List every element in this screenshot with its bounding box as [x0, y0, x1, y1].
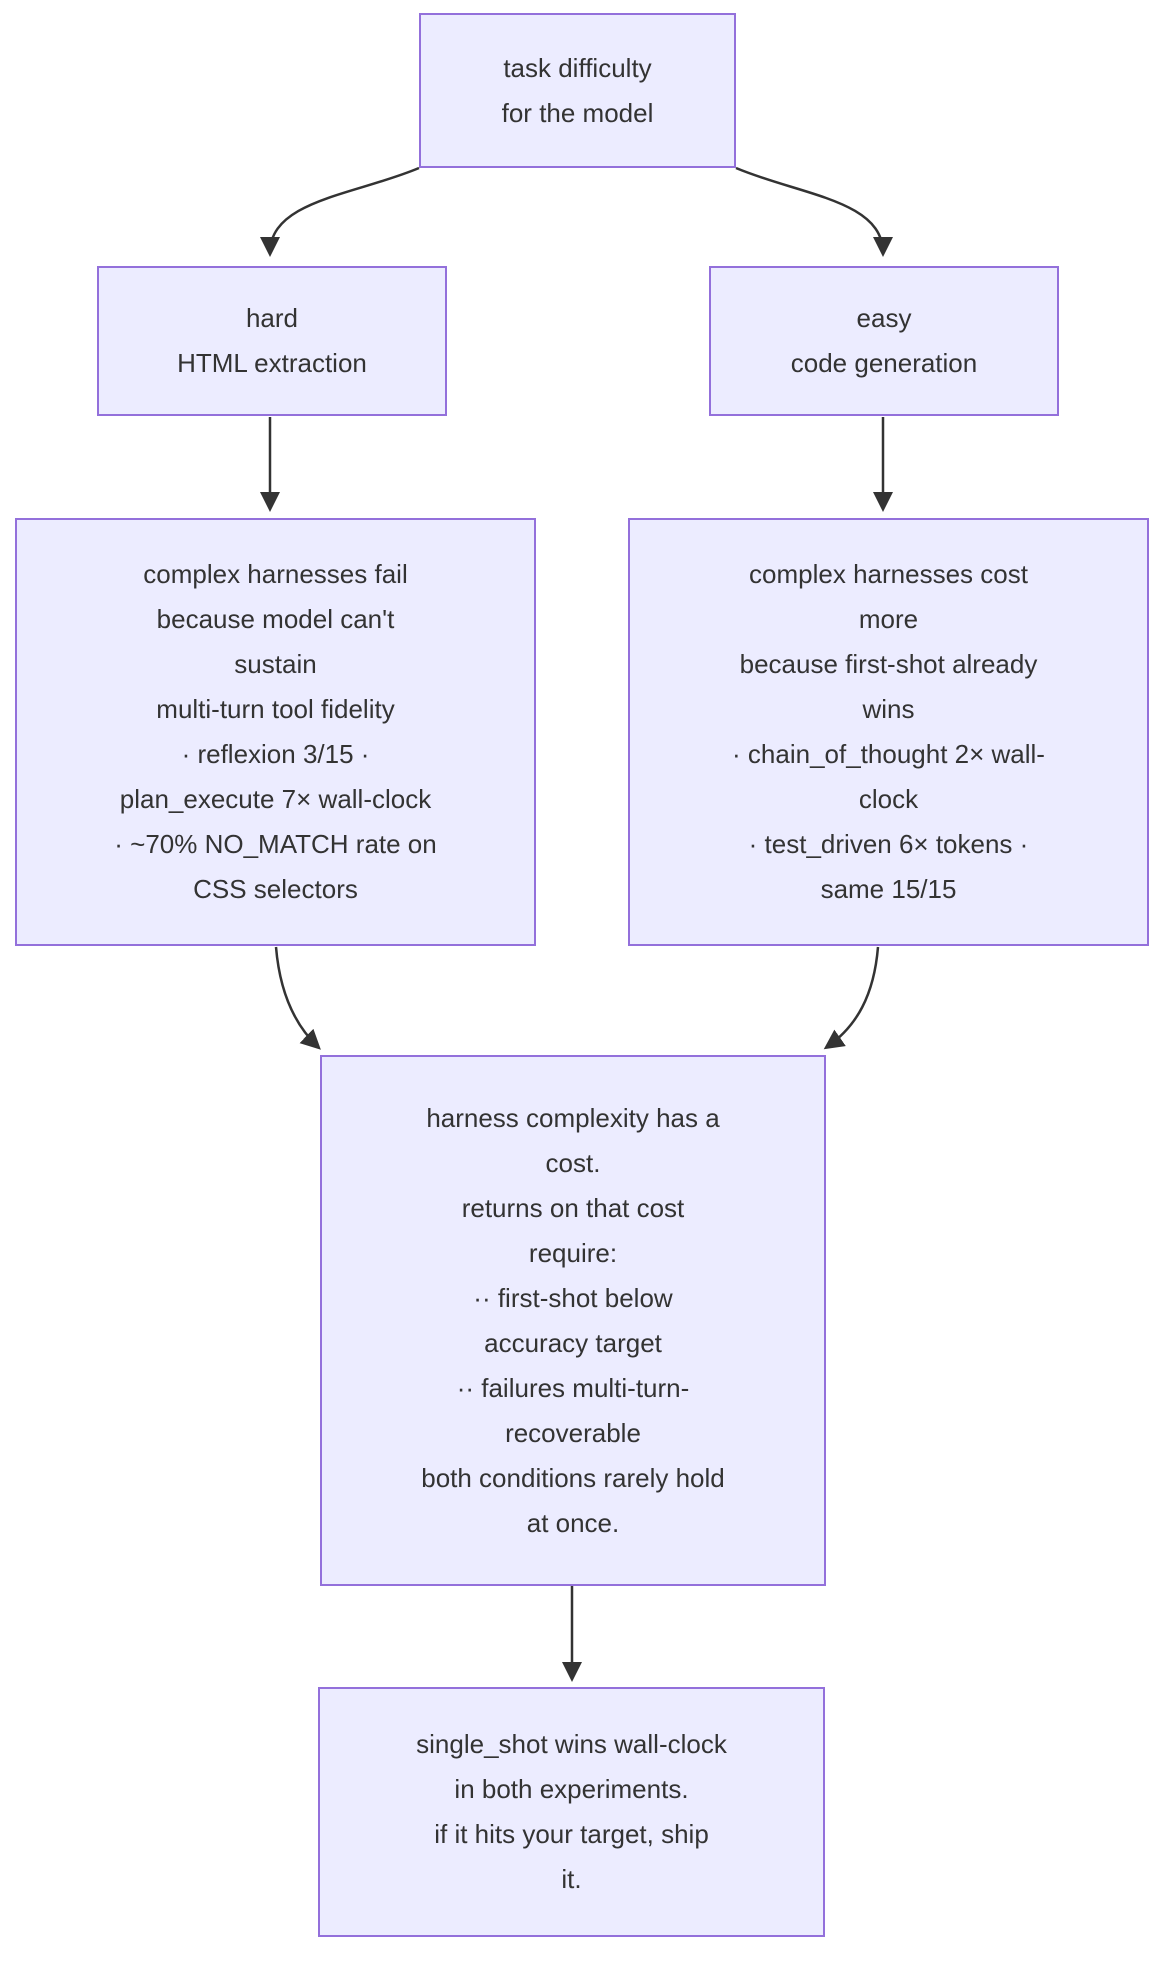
edge-hard-detail-to-synthesis: [274, 946, 321, 1050]
node-text-line: easy: [856, 303, 912, 333]
node-text-line: cost.: [545, 1147, 601, 1178]
node-easy-detail: complex harnesses cost more because firs…: [628, 518, 1149, 946]
node-text-line: code generation: [790, 348, 978, 378]
node-text-line: recoverable: [505, 1417, 641, 1448]
node-text-line: at once.: [526, 1507, 620, 1538]
node-text-line: in both experiments.: [454, 1774, 689, 1804]
node-text-line: ·· failures multi-turn-: [456, 1372, 690, 1403]
node-text-line: sustain: [234, 649, 317, 679]
edge-easy-detail-to-synthesis: [823, 946, 880, 1050]
node-text-line: for the model: [501, 97, 654, 128]
node-text-line: both conditions rarely hold: [421, 1462, 725, 1493]
node-harness-complexity-synthesis: harness complexity has a cost. returns o…: [320, 1055, 826, 1586]
node-single-shot-conclusion: single_shot wins wall-clock in both expe…: [318, 1687, 825, 1937]
node-text-line: require:: [528, 1237, 618, 1268]
node-text-line: task difficulty: [503, 52, 652, 83]
node-text-line: hard: [245, 303, 299, 333]
edge-root-to-easy: [735, 166, 893, 257]
node-text-line: if it hits your target, ship: [434, 1819, 709, 1849]
node-text-line: · chain_of_thought 2× wall-: [732, 739, 1045, 769]
node-text-line: returns on that cost: [461, 1192, 685, 1223]
node-text-line: single_shot wins wall-clock: [416, 1729, 727, 1759]
node-text-line: multi-turn tool fidelity: [156, 694, 395, 724]
node-text-line: · test_driven 6× tokens ·: [748, 829, 1029, 859]
node-text-line: · reflexion 3/15 ·: [181, 739, 370, 769]
node-text-line: accuracy target: [484, 1327, 662, 1358]
node-hard-html-extraction: hard HTML extraction: [97, 266, 447, 416]
node-text-line: harness complexity has a: [426, 1102, 720, 1133]
node-text-line: complex harnesses fail: [143, 559, 408, 589]
node-hard-detail: complex harnesses fail because model can…: [15, 518, 536, 946]
node-text-line: same 15/15: [820, 874, 957, 904]
node-text-line: wins: [862, 694, 915, 724]
node-text-line: CSS selectors: [193, 874, 358, 904]
node-text-line: because first-shot already: [739, 649, 1038, 679]
node-text-line: more: [858, 604, 919, 634]
node-easy-code-generation: easy code generation: [709, 266, 1059, 416]
node-text-line: plan_execute 7× wall-clock: [119, 784, 432, 814]
node-task-difficulty: task difficulty for the model: [419, 13, 736, 168]
node-text-line: it.: [561, 1864, 582, 1894]
node-text-line: · ~70% NO_MATCH rate on: [114, 829, 437, 859]
node-text-line: HTML extraction: [177, 348, 367, 378]
node-text-line: clock: [858, 784, 919, 814]
node-text-line: complex harnesses cost: [749, 559, 1028, 589]
node-text-line: ·· first-shot below: [473, 1282, 673, 1313]
edge-root-to-hard: [260, 166, 420, 257]
node-text-line: because model can't: [156, 604, 395, 634]
